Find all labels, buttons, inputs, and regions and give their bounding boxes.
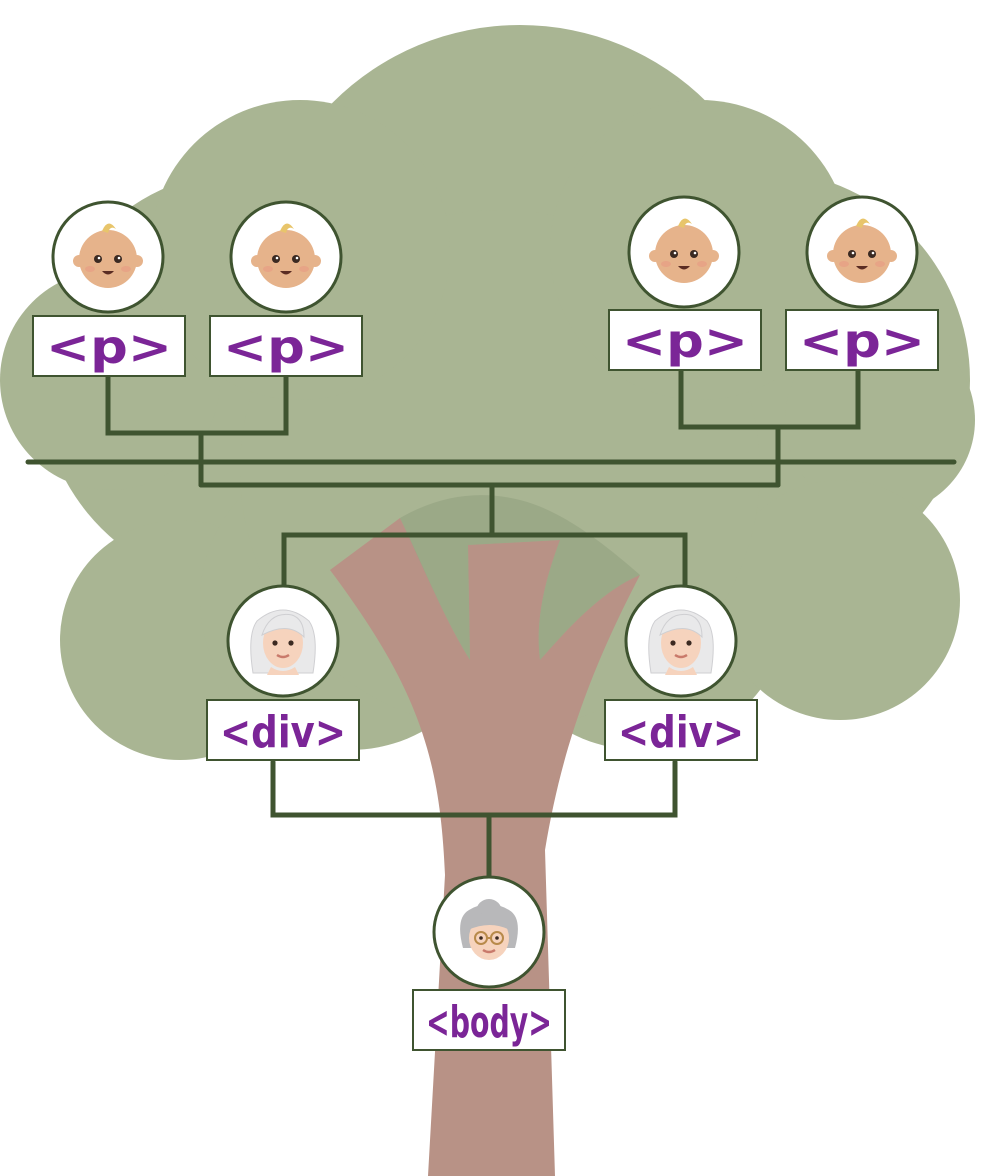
node-div1: <div> [206,584,360,761]
node-p1: <p> [32,200,186,377]
tree-nodes: <p> <p> <p> <p> <div> <div> <body> [32,195,939,1051]
tag-label-div2: <div> [618,707,744,758]
tag-label-div1: <div> [220,707,346,758]
node-p2: <p> [209,200,363,377]
tag-box [32,315,186,377]
tag-box [604,699,758,761]
connector-div-bar [281,532,688,589]
foliage-blob [785,325,975,515]
tag-box [785,309,939,371]
tree-connectors [25,367,957,881]
woman-white-hair-icon [249,608,317,677]
tag-label-p1: <p> [46,320,172,374]
tag-box [209,315,363,377]
connector-p3-p4 [678,367,861,430]
tag-box [608,309,762,371]
connector-p1-p2 [105,373,289,436]
node-body: <body> [412,875,566,1051]
woman-white-hair-icon [647,608,715,677]
tag-box [412,989,566,1051]
tree-trunk [330,495,640,1176]
tag-label-p3: <p> [622,314,748,368]
foliage-blob [720,480,960,720]
node-p4: <p> [785,195,939,371]
tag-box [206,699,360,761]
tag-label-body: <body> [426,997,552,1048]
tag-label-p2: <p> [223,320,349,374]
node-p3: <p> [608,195,762,371]
tag-label-p4: <p> [799,314,925,368]
connector-div1-div2 [270,759,678,818]
node-div2: <div> [604,584,758,761]
